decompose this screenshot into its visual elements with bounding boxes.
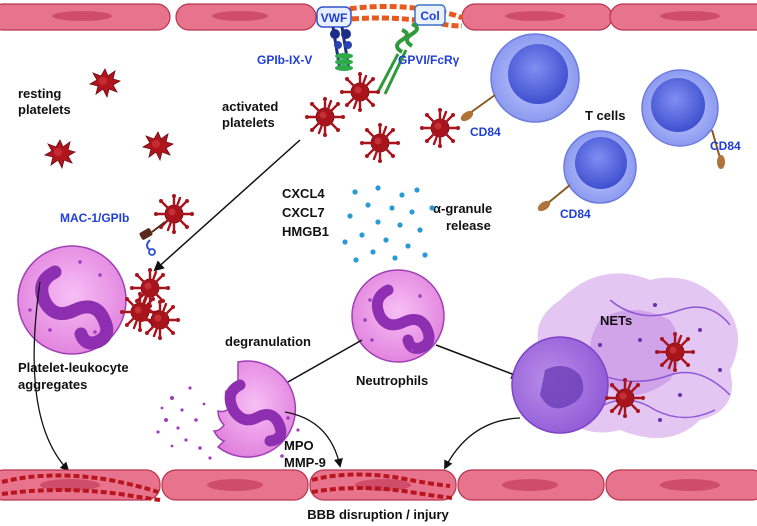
degranulation-to-bbb-arrow <box>284 411 343 468</box>
mac1-receptor-icon <box>139 221 166 256</box>
top-endothelium <box>0 3 757 31</box>
vwf-box: VWF <box>316 6 352 28</box>
net-platelet-2 <box>603 376 647 420</box>
cxcl7-label: CXCL7 <box>282 205 325 220</box>
cd84-label-2: CD84 <box>560 207 591 221</box>
t-cells-label: T cells <box>585 108 625 123</box>
pla-label-1: Platelet-leukocyte <box>18 360 129 375</box>
activated-platelets-label-2: platelets <box>222 115 275 130</box>
neutrophil-aggregate <box>17 245 127 355</box>
mac1-gpib-label: MAC-1/GPIb <box>60 211 129 225</box>
activation-arrow <box>153 139 301 272</box>
t-cell-1 <box>460 33 580 123</box>
degranulating-neutrophil <box>212 360 297 458</box>
degranulation-label: degranulation <box>225 334 311 349</box>
cd84-label-3: CD84 <box>710 139 741 153</box>
central-neutrophil <box>351 269 445 363</box>
nets-to-bbb-arrow <box>444 417 521 470</box>
gpib-receptor-icon <box>330 26 353 71</box>
resting-platelets-label-2: platelets <box>18 102 71 117</box>
activated-platelets <box>303 95 462 165</box>
activated-platelets-label-1: activated <box>222 99 278 114</box>
col-label: Col <box>420 9 439 23</box>
mpo-label: MPO <box>284 438 314 453</box>
t-cell-3 <box>537 130 637 212</box>
chemokine-dots <box>342 185 435 263</box>
to-nets-arrow <box>435 344 522 379</box>
alpha-granule-label-2: release <box>446 218 491 233</box>
hmgb1-label: HMGB1 <box>282 224 329 239</box>
gpib-ix-v-label: GPIb-IX-V <box>257 53 312 67</box>
aggregate-platelet-1 <box>152 192 196 236</box>
degranulation-particles <box>156 386 300 460</box>
gpvi-receptor-icon <box>376 22 419 95</box>
nets-label: NETs <box>600 313 632 328</box>
aggregate-to-bbb-arrow <box>33 281 70 472</box>
t-cell-2 <box>641 69 725 169</box>
netting-neutrophil <box>511 336 609 434</box>
net-platelet-1 <box>653 330 697 374</box>
bbb-disruption-label: BBB disruption / injury <box>307 507 449 522</box>
bottom-endothelium <box>0 469 757 502</box>
aggregate-platelet-4 <box>138 298 182 342</box>
col-box: Col <box>414 4 446 26</box>
resting-platelets <box>44 68 174 169</box>
adhered-platelet <box>338 70 382 114</box>
alpha-granule-label-1: α-granule <box>433 201 492 216</box>
cd84-label-1: CD84 <box>470 125 501 139</box>
pla-label-2: aggregates <box>18 377 87 392</box>
cxcl4-label: CXCL4 <box>282 186 325 201</box>
gpvi-fcr-label: GPVI/FcRγ <box>398 53 460 67</box>
resting-platelets-label-1: resting <box>18 86 61 101</box>
vwf-label: VWF <box>321 11 348 25</box>
mmp9-label: MMP-9 <box>284 455 326 470</box>
neutrophils-label: Neutrophils <box>356 373 428 388</box>
